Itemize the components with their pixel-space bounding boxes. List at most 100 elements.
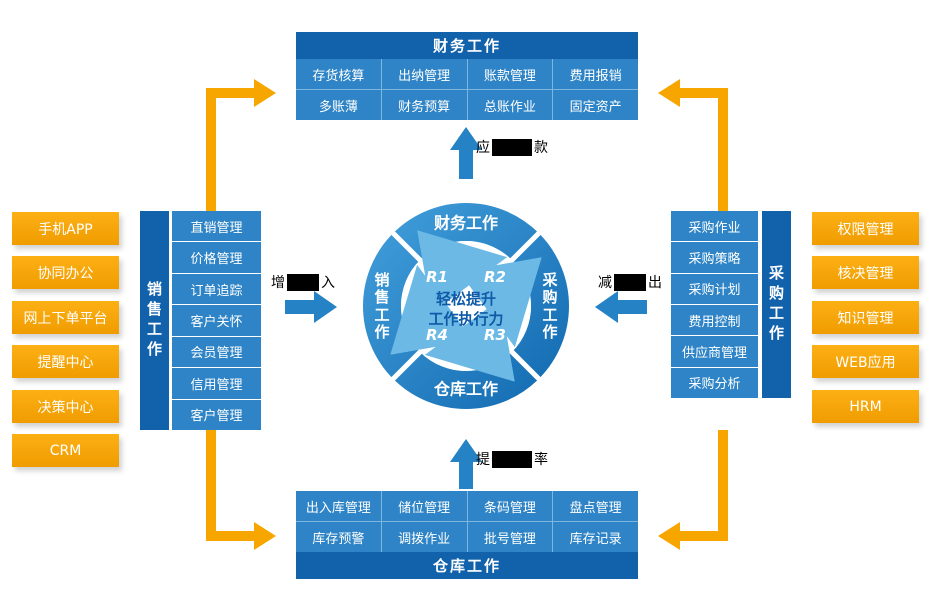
sales-module-item[interactable]: 直销管理 [172,211,261,242]
flow-label-top: 应 款 [476,137,548,157]
orange-connector-bottom-right-horizontal [680,531,728,541]
finance-module-item[interactable]: 账款管理 [467,59,553,89]
orange-connector-bottom-right-vertical [718,430,728,541]
warehouse-module-item[interactable]: 库存记录 [553,522,638,552]
flow-label-right-post: 出 [648,275,662,291]
orange-arrowhead-bottom-right [658,522,680,550]
orange-arrowhead-top-left [254,79,276,107]
right-app-button-approval[interactable]: 核决管理 [812,256,919,289]
sales-module-item[interactable]: 客户关怀 [172,305,261,336]
cycle-label-r1: R1 [426,268,448,286]
warehouse-module-item[interactable]: 调拨作业 [381,522,467,552]
flow-label-left: 增 入 [271,272,335,292]
right-app-button-web[interactable]: WEB应用 [812,345,919,378]
ring-label-procurement-char: 购 [542,288,557,306]
ring-label-sales: 销 售 工 作 [374,271,389,341]
orange-connector-top-right-horizontal [680,88,728,98]
ring-label-finance: 财务工作 [433,214,498,233]
ring-label-procurement-char: 工 [542,306,557,324]
finance-panel: 财务工作 存货核算 出纳管理 账款管理 费用报销 多账薄 财务预算 总账作业 固… [296,32,638,120]
orange-connector-top-left-horizontal [206,88,254,98]
flow-label-top-pre: 应 [476,140,490,156]
cycle-label-r2: R2 [484,268,506,286]
left-app-button-collab[interactable]: 协同办公 [12,256,119,289]
left-app-button-online-order[interactable]: 网上下单平台 [12,301,119,334]
sales-module-item[interactable]: 信用管理 [172,368,261,399]
finance-module-grid: 存货核算 出纳管理 账款管理 费用报销 多账薄 财务预算 总账作业 固定资产 [296,59,638,120]
finance-module-item[interactable]: 费用报销 [553,59,638,89]
blue-arrow-left-procurement [595,291,647,323]
flow-label-right: 减 出 [598,272,662,292]
warehouse-module-item[interactable]: 盘点管理 [553,491,638,521]
orange-arrowhead-bottom-left [254,522,276,550]
orange-connector-top-left-vertical [206,88,216,211]
warehouse-panel: 出入库管理 储位管理 条码管理 盘点管理 库存预警 调拨作业 批号管理 库存记录… [296,491,638,579]
finance-module-item[interactable]: 多账薄 [296,90,381,120]
orange-connector-top-right-vertical [718,88,728,211]
left-app-button-reminder[interactable]: 提醒中心 [12,345,119,378]
ring-label-warehouse: 仓库工作 [433,380,498,399]
procurement-module-list: 采购作业 采购策略 采购计划 费用控制 供应商管理 采购分析 [671,211,758,398]
finance-module-item[interactable]: 总账作业 [467,90,553,120]
warehouse-module-grid: 出入库管理 储位管理 条码管理 盘点管理 库存预警 调拨作业 批号管理 库存记录 [296,491,638,552]
finance-module-item[interactable]: 存货核算 [296,59,381,89]
left-app-button-crm[interactable]: CRM [12,434,119,467]
ring-label-procurement-char: 作 [542,323,557,341]
blue-arrow-right-sales [285,291,337,323]
outer-ring [363,203,569,409]
flow-label-left-pre: 增 [271,275,285,291]
finance-module-item[interactable]: 出纳管理 [381,59,467,89]
right-app-button-permissions[interactable]: 权限管理 [812,212,919,245]
flow-label-right-pre: 减 [598,275,612,291]
procurement-module-item[interactable]: 供应商管理 [671,336,758,367]
warehouse-module-item[interactable]: 库存预警 [296,522,381,552]
finance-panel-title: 财务工作 [296,32,638,59]
warehouse-panel-title: 仓库工作 [296,552,638,579]
left-app-button-mobile-app[interactable]: 手机APP [12,212,119,245]
sales-module-item[interactable]: 会员管理 [172,336,261,368]
procurement-title-bar: 采购工作 [762,211,791,398]
sales-module-list: 直销管理 价格管理 订单追踪 客户关怀 会员管理 信用管理 客户管理 [172,211,261,430]
procurement-module-item[interactable]: 采购分析 [671,367,758,398]
flow-label-bottom: 提 率 [476,449,548,469]
core-cycle-diagram: R1 R2 R3 R4 财务工作 仓库工作 销 售 工 作 采 购 工 作 轻松… [363,203,569,409]
sales-module-item[interactable]: 客户管理 [172,399,261,430]
warehouse-module-item[interactable]: 批号管理 [467,522,553,552]
ring-label-procurement-char: 采 [541,271,558,289]
redaction-box [614,273,646,291]
sales-module-item[interactable]: 订单追踪 [172,273,261,305]
procurement-module-item[interactable]: 采购策略 [671,242,758,273]
procurement-module-item[interactable]: 费用控制 [671,304,758,336]
cycle-arrow-r3 [424,298,515,382]
center-slogan-line2: 工作执行力 [428,310,503,328]
warehouse-module-item[interactable]: 出入库管理 [296,491,381,521]
cycle-arrow-r2 [458,257,542,348]
sales-title-bar: 销售工作 [140,211,169,430]
orange-arrowhead-top-right [658,79,680,107]
right-app-button-hrm[interactable]: HRM [812,390,919,423]
redaction-box [492,450,532,468]
ring-label-sales-char: 作 [374,323,389,341]
ring-label-sales-char: 销 [374,271,389,289]
finance-module-item[interactable]: 固定资产 [553,90,638,120]
redaction-box [492,138,532,156]
ring-label-sales-char: 工 [374,306,389,324]
redaction-box [287,273,319,291]
center-slogan-line1: 轻松提升 [436,290,496,308]
procurement-module-item[interactable]: 采购计划 [671,273,758,304]
warehouse-module-item[interactable]: 条码管理 [467,491,553,521]
right-app-button-knowledge[interactable]: 知识管理 [812,301,919,334]
procurement-module-item[interactable]: 采购作业 [671,211,758,242]
cycle-arrow-r4 [390,264,474,355]
left-app-button-decision[interactable]: 决策中心 [12,390,119,423]
orange-connector-bottom-left-horizontal [206,531,254,541]
flow-label-left-post: 入 [321,275,335,291]
sales-module-item[interactable]: 价格管理 [172,242,261,273]
orange-connector-bottom-left-vertical [206,430,216,541]
ring-label-sales-char: 售 [374,288,389,306]
warehouse-module-item[interactable]: 储位管理 [381,491,467,521]
flow-label-bottom-post: 率 [534,452,548,468]
finance-module-item[interactable]: 财务预算 [381,90,467,120]
cycle-label-r3: R3 [484,326,506,344]
cycle-label-r4: R4 [426,326,448,344]
